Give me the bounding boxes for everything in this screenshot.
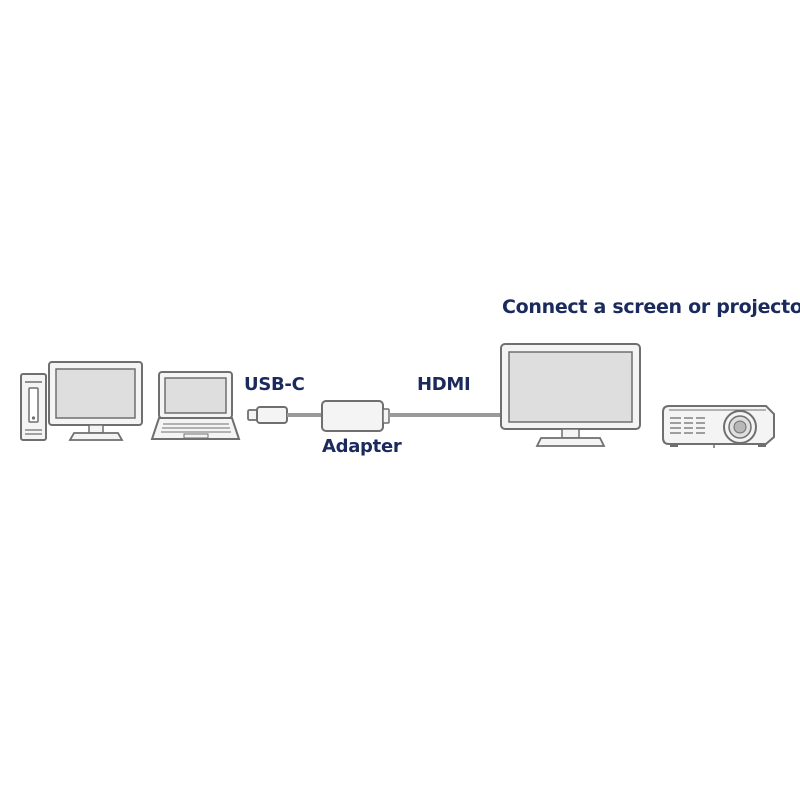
adapter-label: Adapter — [322, 436, 402, 457]
title-label: Connect a screen or projector — [502, 296, 800, 318]
hdmi-label: HDMI — [417, 374, 471, 395]
adapter-icon — [321, 400, 390, 432]
usb-c-plug-icon — [247, 406, 288, 424]
projector-icon — [662, 405, 775, 448]
usb-c-label: USB-C — [244, 374, 305, 395]
desktop-tower-icon — [20, 373, 47, 441]
desktop-monitor-icon — [48, 361, 143, 441]
laptop-icon — [150, 371, 241, 440]
monitor-icon — [500, 343, 641, 447]
